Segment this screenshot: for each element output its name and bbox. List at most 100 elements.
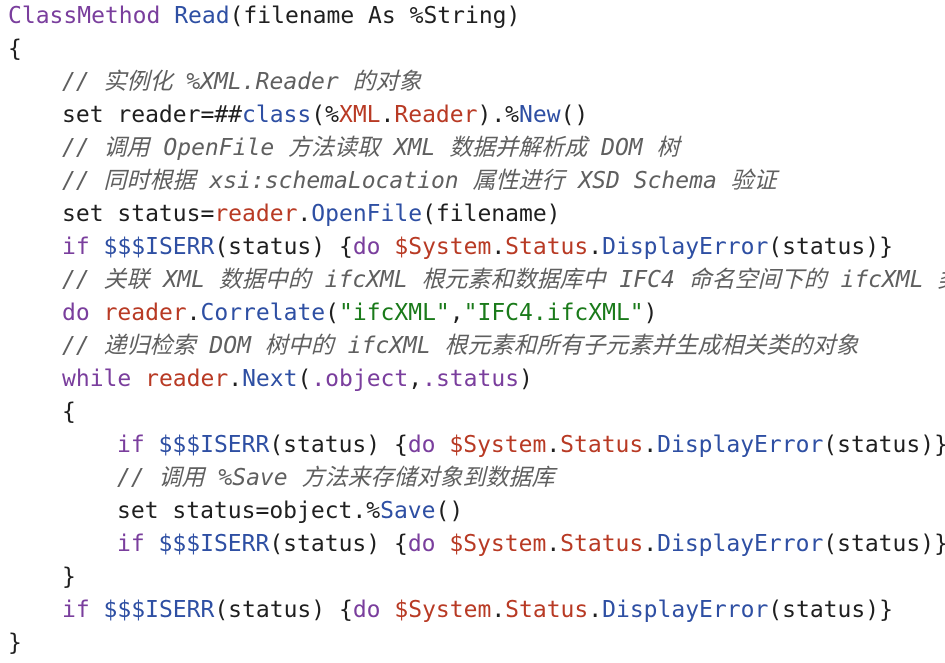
code-token: . <box>491 234 506 260</box>
code-line-14: if $$$ISERR(status) {do $System.Status.D… <box>117 429 945 462</box>
code-token: Status <box>560 432 644 458</box>
code-token: . <box>380 102 395 128</box>
code-token <box>381 234 395 260</box>
code-token <box>131 366 145 392</box>
code-token: do <box>352 234 381 260</box>
code-line-8: if $$$ISERR(status) {do $System.Status.D… <box>62 231 893 264</box>
code-token: , <box>408 366 423 392</box>
code-line-4: set reader=##class(%XML.Reader).%New() <box>62 99 588 132</box>
code-token: ) <box>519 366 533 392</box>
code-token: $$$ISERR <box>89 234 215 260</box>
code-line-18: } <box>62 564 76 590</box>
code-token: Status <box>505 597 589 623</box>
code-comment-line-3: // 实例化 %XML.Reader 的对象 <box>62 69 422 95</box>
code-token: set status= <box>62 201 215 227</box>
code-token: XML <box>338 102 381 128</box>
code-token: . <box>643 432 658 458</box>
code-token: if <box>117 531 145 557</box>
code-comment-line-6: // 同时根据 xsi:schemaLocation 属性进行 XSD Sche… <box>62 168 777 194</box>
code-token: do <box>62 300 90 326</box>
code-token: . <box>588 234 603 260</box>
code-token: ).% <box>477 102 520 128</box>
code-token: (status)} <box>768 597 893 623</box>
code-token: (status) { <box>214 597 353 623</box>
code-token: $$$ISERR <box>144 531 270 557</box>
code-token <box>436 531 450 557</box>
code-token: set status=object.% <box>117 498 381 524</box>
code-token: reader <box>103 300 187 326</box>
code-token: $System <box>394 597 492 623</box>
code-token: OpenFile <box>311 201 423 227</box>
code-token: DisplayError <box>657 531 824 557</box>
code-comment-line-15: // 调用 %Save 方法来存储对象到数据库 <box>117 465 555 491</box>
code-line-10: do reader.Correlate("ifcXML","IFC4.ifcXM… <box>62 297 658 330</box>
code-line-7: set status=reader.OpenFile(filename) <box>62 198 561 231</box>
code-token: "ifcXML" <box>339 300 450 326</box>
code-line-16: set status=object.%Save() <box>117 495 463 528</box>
code-token: $$$ISERR <box>144 432 270 458</box>
code-token: () <box>435 498 464 524</box>
code-line-20: } <box>8 630 22 656</box>
code-token: class <box>242 102 312 128</box>
code-token: if <box>62 597 90 623</box>
code-line-1: ClassMethod Read(filename As %String) <box>8 0 520 33</box>
code-token: do <box>407 531 436 557</box>
code-token: (% <box>311 102 339 128</box>
code-token: DisplayError <box>602 234 769 260</box>
code-line-17: if $$$ISERR(status) {do $System.Status.D… <box>117 528 945 561</box>
code-token: (status) { <box>269 432 408 458</box>
code-token: .status <box>422 366 520 392</box>
code-token: $System <box>394 234 492 260</box>
code-token: (status)} <box>823 432 945 458</box>
code-token: $System <box>449 531 547 557</box>
code-token: ) <box>643 300 658 326</box>
code-comment-line-9: // 关联 XML 数据中的 ifcXML 根元素和数据库中 IFC4 命名空间… <box>62 267 945 293</box>
code-token: do <box>407 432 436 458</box>
code-line-2: { <box>8 36 22 62</box>
code-token: , <box>449 300 464 326</box>
code-token: (status) { <box>214 234 353 260</box>
code-token: (filename) <box>422 201 561 227</box>
code-token: () <box>560 102 589 128</box>
code-token <box>436 432 450 458</box>
code-token: $System <box>449 432 547 458</box>
code-token: if <box>62 234 90 260</box>
code-token: .object <box>311 366 409 392</box>
code-token: . <box>186 300 201 326</box>
code-token: reader <box>214 201 298 227</box>
code-token: set reader=## <box>62 102 243 128</box>
method-name: Read <box>174 3 230 29</box>
code-token: (status) { <box>269 531 408 557</box>
code-token: $$$ISERR <box>89 597 215 623</box>
code-token: . <box>643 531 658 557</box>
code-token <box>90 300 104 326</box>
code-token: if <box>117 432 145 458</box>
code-token <box>381 597 395 623</box>
code-token: (status)} <box>768 234 893 260</box>
code-token: . <box>297 201 312 227</box>
code-token: DisplayError <box>602 597 769 623</box>
code-comment-line-5: // 调用 OpenFile 方法读取 XML 数据并解析成 DOM 树 <box>62 135 680 161</box>
code-token: "IFC4.ifcXML" <box>463 300 644 326</box>
code-token: . <box>546 531 561 557</box>
code-token: ( <box>325 300 339 326</box>
code-line-12: while reader.Next(.object,.status) <box>62 363 533 396</box>
code-token: DisplayError <box>657 432 824 458</box>
code-token: . <box>491 597 506 623</box>
code-token: . <box>228 366 243 392</box>
code-token: reader <box>145 366 229 392</box>
code-token: . <box>546 432 561 458</box>
code-token: Reader <box>394 102 478 128</box>
method-signature: (filename As %String) <box>229 3 521 29</box>
code-token: Status <box>560 531 644 557</box>
code-token: . <box>588 597 603 623</box>
code-token: do <box>352 597 381 623</box>
code-token: (status)} <box>823 531 945 557</box>
code-token: New <box>519 102 561 128</box>
keyword-classmethod: ClassMethod <box>8 3 161 29</box>
code-token: Correlate <box>200 300 326 326</box>
code-token: Next <box>242 366 298 392</box>
code-token: Save <box>380 498 436 524</box>
code-comment-line-11: // 递归检索 DOM 树中的 ifcXML 根元素和所有子元素并生成相关类的对… <box>62 333 859 359</box>
